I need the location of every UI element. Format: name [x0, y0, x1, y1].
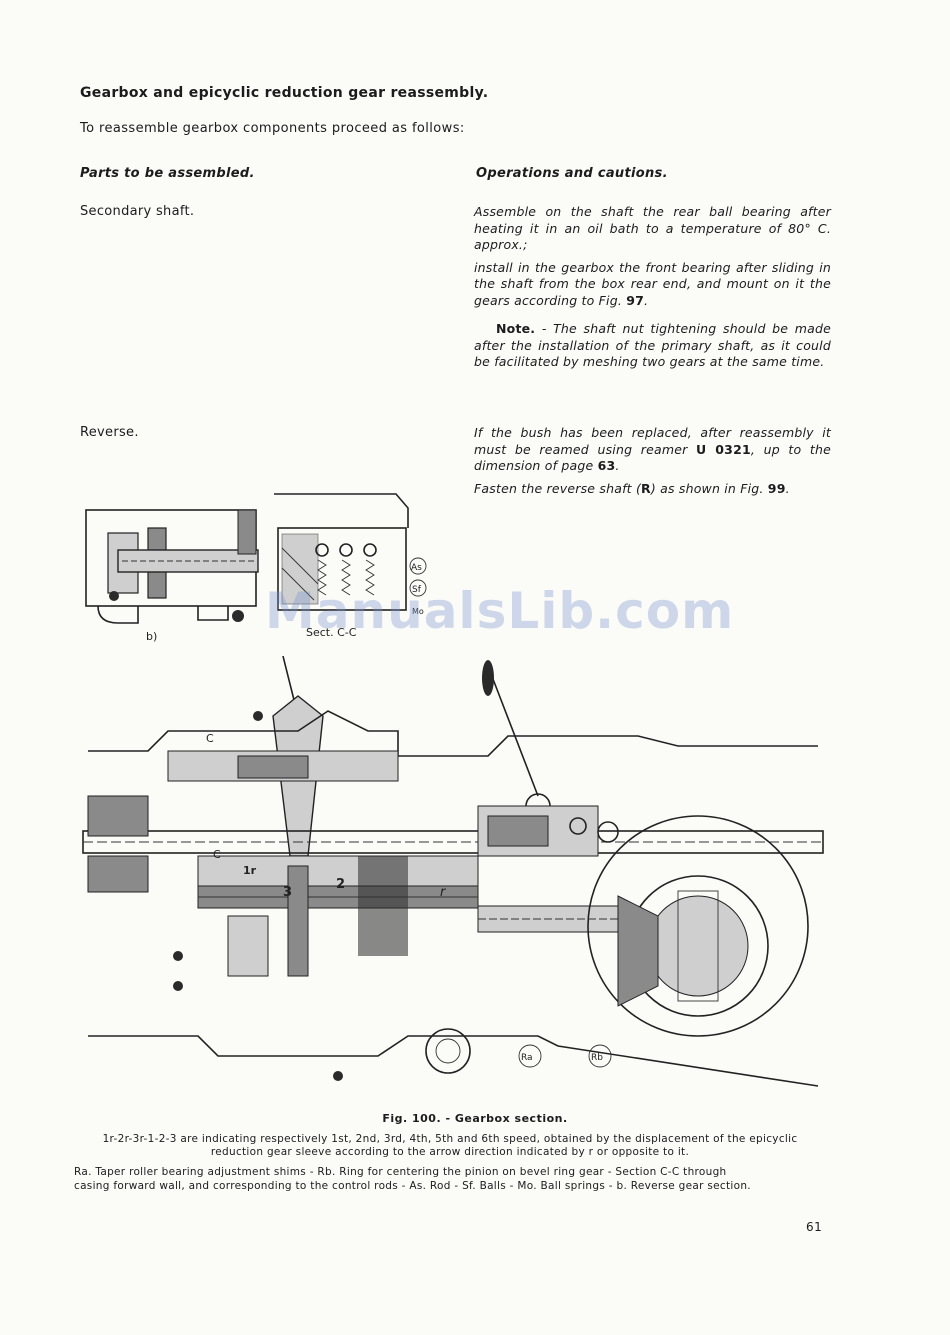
label-1r: 1r: [243, 864, 257, 877]
section-heading: Gearbox and epicyclic reduction gear rea…: [80, 85, 489, 101]
caption-line-4: casing forward wall, and corresponding t…: [74, 1180, 751, 1192]
operations-column-title: Operations and cautions.: [476, 166, 668, 181]
detail-illustrations: b) As Sf Mo Sect. C-C: [85, 493, 427, 643]
watermark: ManualsLib.com: [265, 582, 735, 640]
secondary-op2: install in the gearbox the front bearing…: [474, 259, 831, 308]
secondary-note: Note. - The shaft nut tightening should …: [474, 321, 831, 369]
part-secondary-shaft: Secondary shaft.: [80, 204, 195, 219]
label-rb: Rb: [591, 1053, 603, 1063]
label-c-top: C: [206, 732, 214, 745]
reverse-op2: Fasten the reverse shaft (R) as shown in…: [474, 480, 790, 496]
caption-line-3: Ra. Taper roller bearing adjustment shim…: [74, 1166, 727, 1178]
page-ref-63: 63: [597, 458, 616, 473]
fig-ref-97: 97: [626, 292, 645, 308]
label-c-shaft: C: [213, 848, 221, 861]
parts-column-title: Parts to be assembled.: [80, 166, 255, 181]
secondary-op1: Assemble on the shaft the rear ball bear…: [474, 204, 831, 252]
note-label: Note.: [496, 321, 536, 336]
label-section: Sect. C-C: [306, 626, 357, 639]
gearbox-section-drawing: C C 1r 3 2 r Ra Rb: [82, 656, 824, 1087]
label-sf: Sf: [412, 585, 422, 595]
label-r: r: [440, 885, 447, 900]
reverse-operations: If the bush has been replaced, after rea…: [474, 425, 831, 503]
reverse-op1: If the bush has been replaced, after rea…: [474, 425, 832, 473]
caption-line-1: 1r-2r-3r-1-2-3 are indicating respective…: [102, 1133, 798, 1145]
label-b: b): [146, 630, 157, 643]
label-ra: Ra: [521, 1053, 533, 1063]
part-reverse: Reverse.: [80, 425, 139, 440]
figure-caption-title: Fig. 100. - Gearbox section.: [382, 1112, 568, 1125]
label-2: 2: [336, 877, 345, 892]
label-mo: Mo: [412, 607, 424, 616]
reamer-tool: U 0321: [696, 441, 751, 457]
fig-ref-99: 99: [767, 480, 786, 496]
section-cc-detail: As Sf Mo Sect. C-C: [274, 493, 427, 639]
reverse-gear-detail: b): [85, 509, 259, 643]
intro-text: To reassemble gearbox components proceed…: [80, 121, 465, 136]
label-3: 3: [283, 885, 292, 900]
secondary-shaft-operations: Assemble on the shaft the rear ball bear…: [474, 204, 831, 377]
caption-line-2: reduction gear sleeve according to the a…: [210, 1146, 690, 1158]
label-as: As: [411, 563, 422, 573]
page-number: 61: [806, 1220, 823, 1234]
